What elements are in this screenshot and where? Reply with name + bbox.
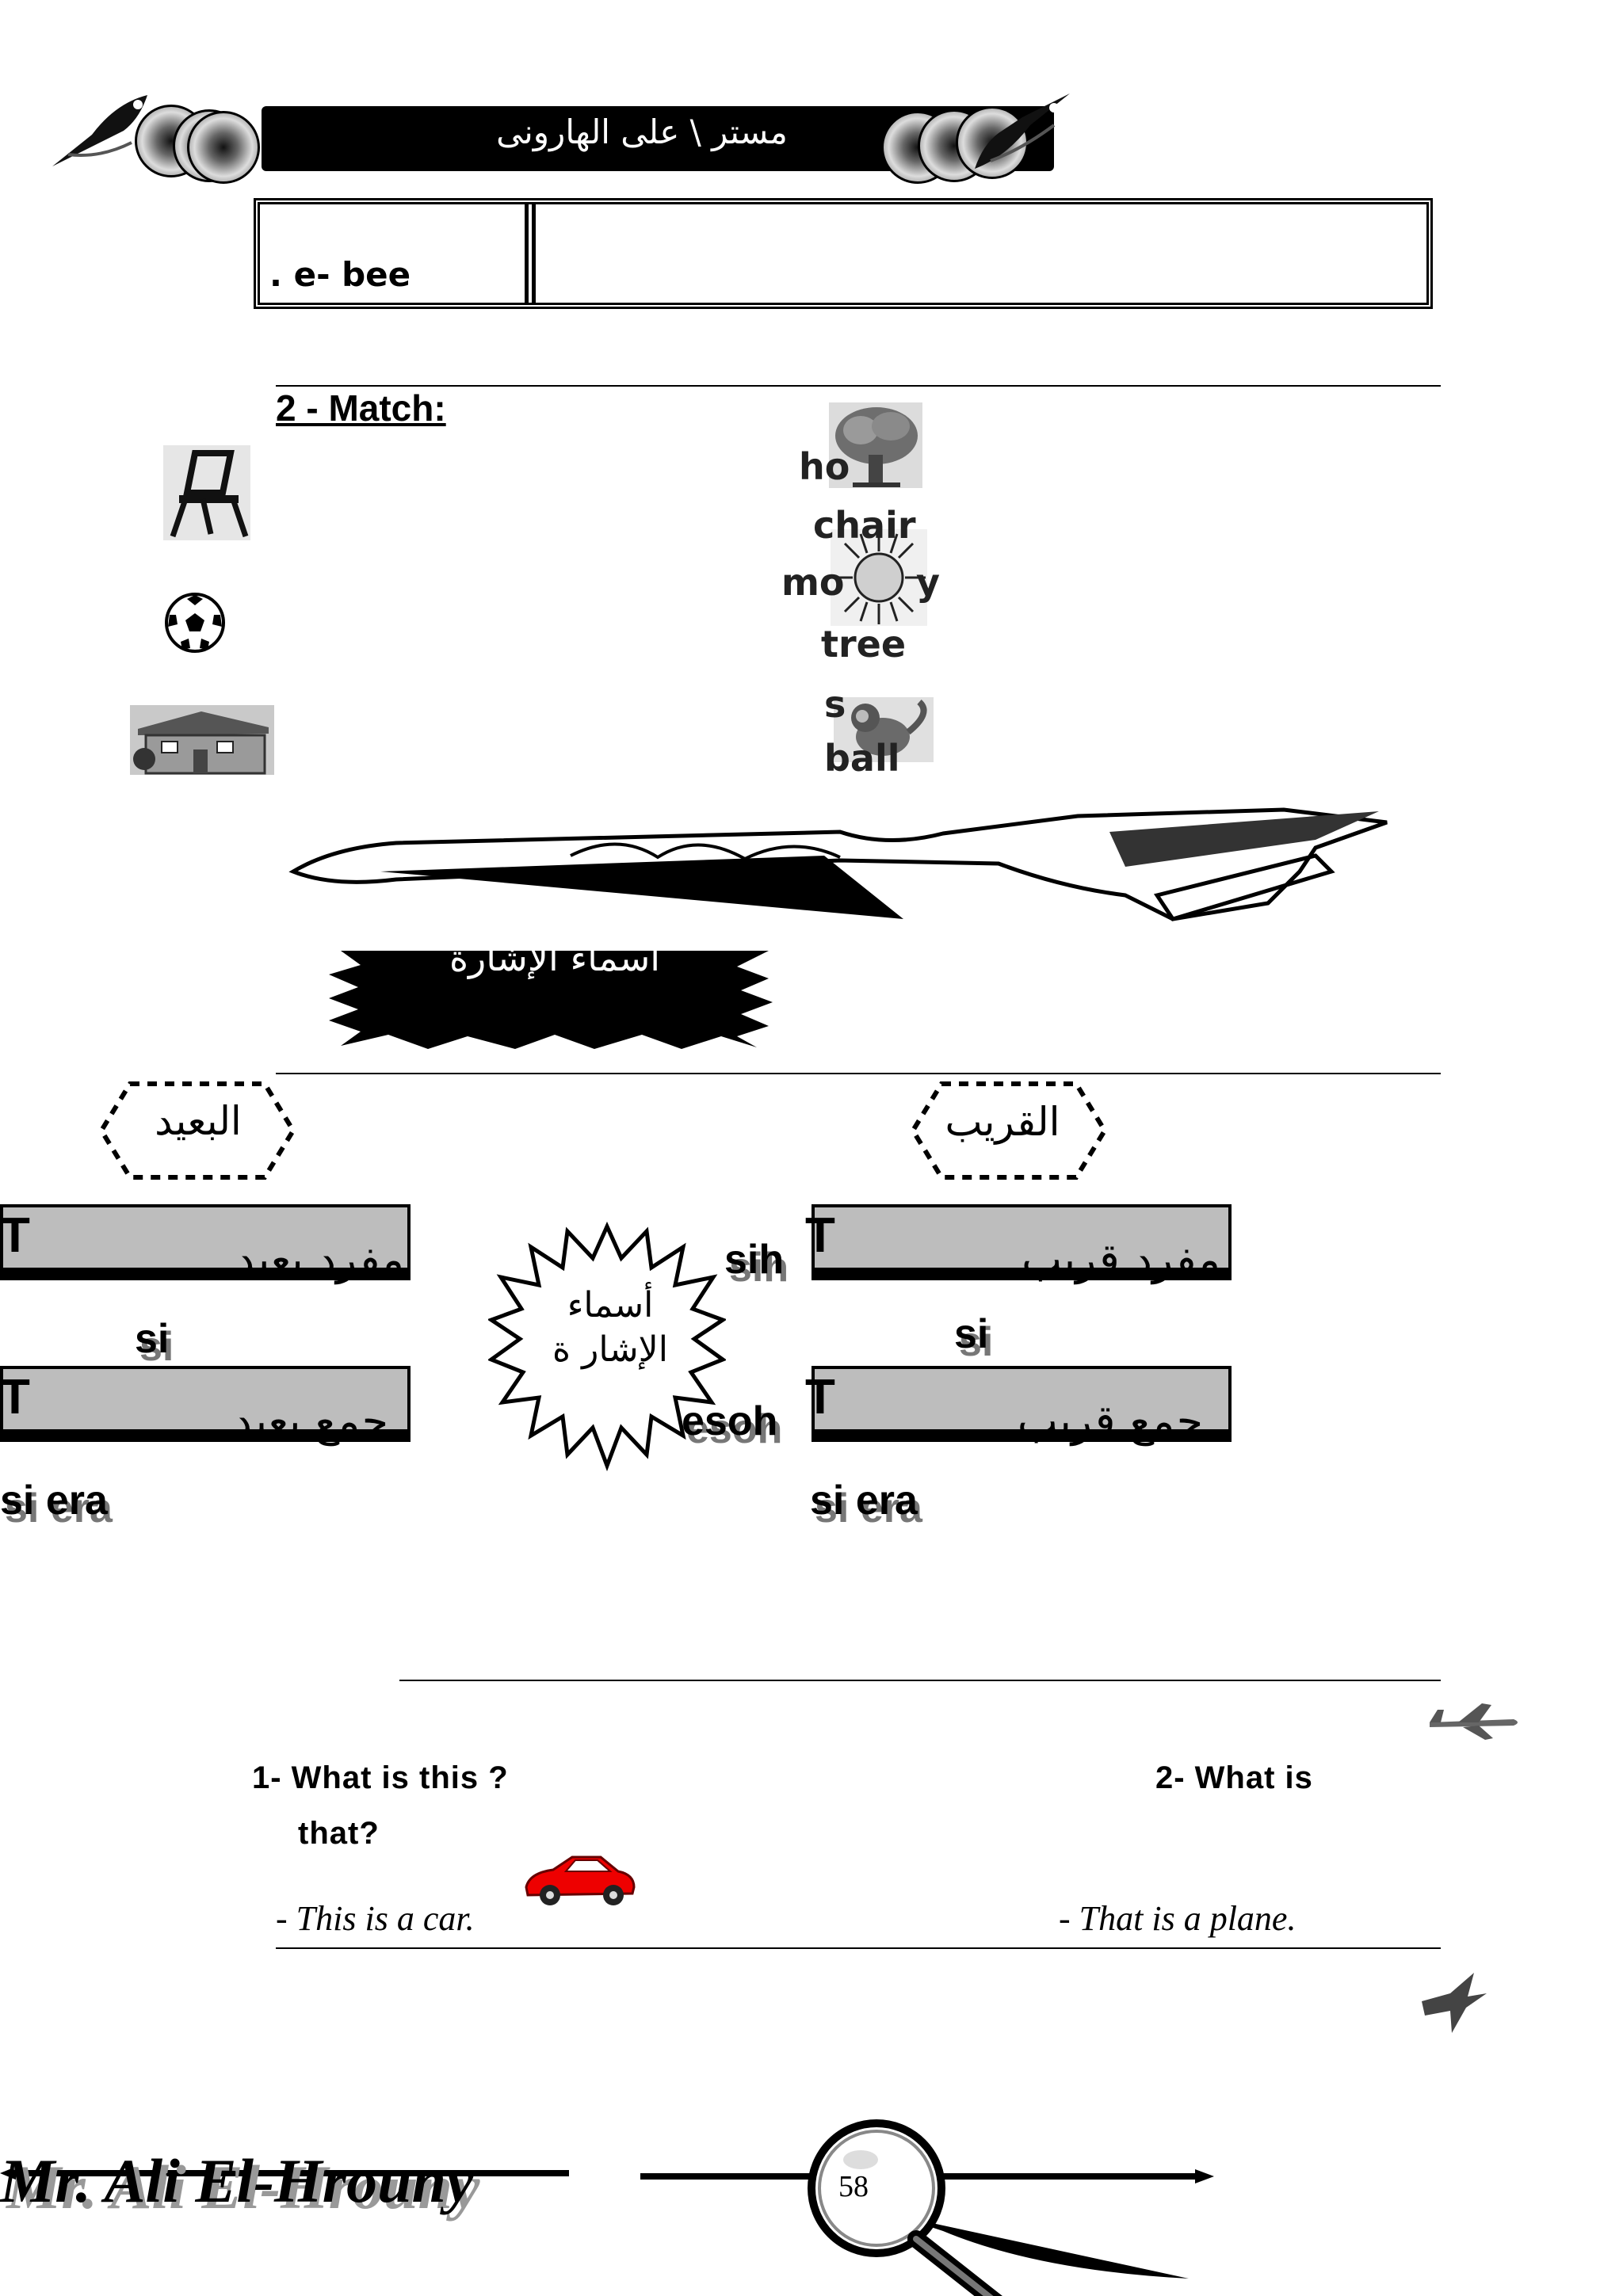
- match-word-2: chair: [813, 504, 916, 547]
- near-singular-word: si: [954, 1311, 989, 1357]
- pen-signature-graphic: [288, 807, 1388, 921]
- bird-icon: [1422, 1973, 1487, 2033]
- footer-author-name: Mr. Ali El-Hrouny: [0, 2146, 474, 2215]
- match-word-5: s: [824, 683, 846, 726]
- far-singular-label: مفرد بعيد: [235, 1234, 404, 1284]
- far-singular-tee: T: [0, 1208, 30, 1263]
- header-title: مستر \ على الهارونى: [496, 113, 788, 151]
- far-plural-word: si era: [0, 1478, 108, 1524]
- page-number: 58: [838, 2170, 869, 2203]
- answer-box-text: . e- bee: [269, 255, 411, 294]
- question-2-end: that?: [298, 1816, 380, 1851]
- section-rule: [276, 1073, 1441, 1074]
- car-icon: [525, 1855, 636, 1905]
- match-word-3a: mo: [781, 561, 845, 604]
- magnifier-icon: [808, 2119, 1189, 2296]
- answer-box: [254, 198, 1433, 309]
- header-disc-left-3: [187, 111, 260, 184]
- far-plural-box: [0, 1366, 411, 1432]
- sun-icon: [831, 529, 927, 626]
- far-singular-word: si: [135, 1316, 170, 1362]
- ball-icon: [165, 593, 225, 653]
- near-label: القريب: [945, 1099, 1060, 1145]
- house-icon: [130, 705, 274, 775]
- match-word-4: tree: [821, 623, 907, 666]
- plane-icon: [1430, 1703, 1518, 1740]
- near-plural-label: جمع قريب: [1017, 1396, 1203, 1446]
- answer-1: - This is a car.: [276, 1899, 475, 1938]
- tree-icon: [829, 402, 922, 488]
- starburst-text: أسماء الإشار ة: [552, 1285, 668, 1370]
- near-singular-label: مفرد قريب: [1022, 1234, 1220, 1284]
- near-singular-box: [812, 1204, 1232, 1271]
- near-plural-word: si era: [810, 1478, 918, 1524]
- question-2-start: 2- What is: [1155, 1760, 1313, 1795]
- near-hexagon: [910, 1081, 1108, 1180]
- answer-2: - That is a plane.: [1059, 1899, 1296, 1938]
- starburst-shape: [488, 1221, 726, 1472]
- match-word-3b: y: [916, 561, 940, 604]
- section-rule: [276, 385, 1441, 387]
- chair-icon: [163, 445, 250, 540]
- near-plural-tee: T: [805, 1370, 835, 1425]
- far-label: البعيد: [155, 1098, 242, 1144]
- near-plural-box: [812, 1366, 1232, 1432]
- demonstratives-banner: [329, 951, 773, 1049]
- section-rule: [276, 1947, 1441, 1949]
- near-plural-prefix: esoh: [682, 1398, 778, 1444]
- far-hexagon: [98, 1081, 296, 1180]
- demonstratives-title: اسماء الإشارة: [449, 936, 661, 979]
- far-singular-box: [0, 1204, 411, 1271]
- section-rule: [399, 1680, 1441, 1681]
- footer-arrow-left: [0, 2166, 569, 2180]
- bird-icon: [52, 95, 147, 166]
- match-word-1: ho: [799, 445, 850, 488]
- near-singular-prefix: sih: [724, 1237, 785, 1283]
- far-plural-label: جمع بعيد: [232, 1396, 388, 1446]
- match-word-6: ball: [824, 737, 900, 780]
- question-1: 1- What is this ?: [252, 1760, 509, 1795]
- monkey-icon: [834, 697, 934, 762]
- near-singular-tee: T: [805, 1208, 835, 1263]
- bird-icon: [975, 93, 1070, 169]
- match-title: 2 - Match:: [276, 387, 446, 429]
- answer-box-divider: [525, 204, 536, 303]
- far-plural-tee: T: [0, 1370, 30, 1425]
